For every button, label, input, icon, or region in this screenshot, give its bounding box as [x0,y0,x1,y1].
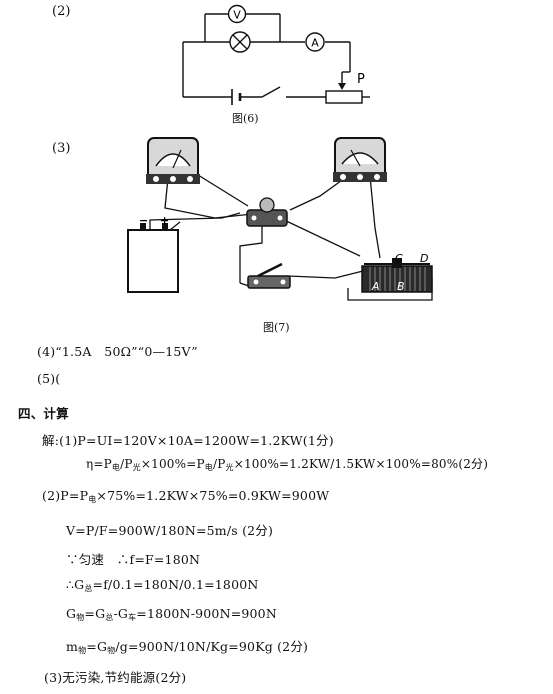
figure7-caption: 图(7) [263,321,290,334]
solution-line-3: (2)P=P电×75%=1.2KW×75%=0.9KW=900W [42,488,330,504]
ammeter-letter: A [311,37,319,50]
terminal-d-label: D [420,252,428,265]
solution-line-6: ∴G总=f/0.1=180N/0.1=1800N [66,577,259,593]
terminal-a-label: A [371,280,380,293]
part5-answer: (5)( [37,371,61,386]
slider-letter: P [357,72,365,87]
svg-text:−: − [139,214,148,227]
rheostat-photo-icon [361,258,433,293]
solution-line-2: η=P电/P光×100%=P电/P光×100%=1.2KW/1.5KW×100%… [86,457,489,472]
terminal-c-label: C [395,252,403,265]
bulb-photo-icon [246,197,288,227]
voltmeter-photo-icon [146,137,200,184]
circuit-diagram-6: V A P [182,4,370,105]
solution-line-5: ∵匀速 ∴f=F=180N [66,552,201,567]
solution-line-9: (3)无污染,节约能源(2分) [44,670,187,685]
switch-photo-icon [247,262,291,289]
solution-line-1: 解:(1)P=UI=120V×10A=1200W=1.2KW(1分) [42,433,334,448]
voltmeter-symbol-icon: V [227,4,247,24]
rheostat-symbol-icon [325,83,363,104]
circuit-diagram-7: − + C D A B [127,137,433,301]
part4-answer: (4)“1.5A 50Ω”“0—15V” [37,344,198,359]
ammeter-photo-icon [333,137,387,182]
bulb-symbol-icon [229,31,251,53]
voltmeter-letter: V [233,9,241,22]
svg-text:+: + [160,214,169,227]
solution-line-4: V=P/F=900W/180N=5m/s (2分) [66,523,274,538]
figure6-caption: 图(6) [232,112,259,125]
part3-label: (3) [52,141,71,156]
ammeter-symbol-icon: A [305,32,325,52]
terminal-b-label: B [397,280,405,293]
solution-line-7: G物=G总-G车=1800N-900N=900N [66,606,277,622]
battery-symbol-icon [231,89,242,105]
battery-photo-icon: − + [127,214,179,293]
part2-label: (2) [52,4,71,19]
section-title: 四、计算 [18,406,69,421]
solution-line-8: m物=G物/g=900N/10N/Kg=90Kg (2分) [66,639,309,655]
